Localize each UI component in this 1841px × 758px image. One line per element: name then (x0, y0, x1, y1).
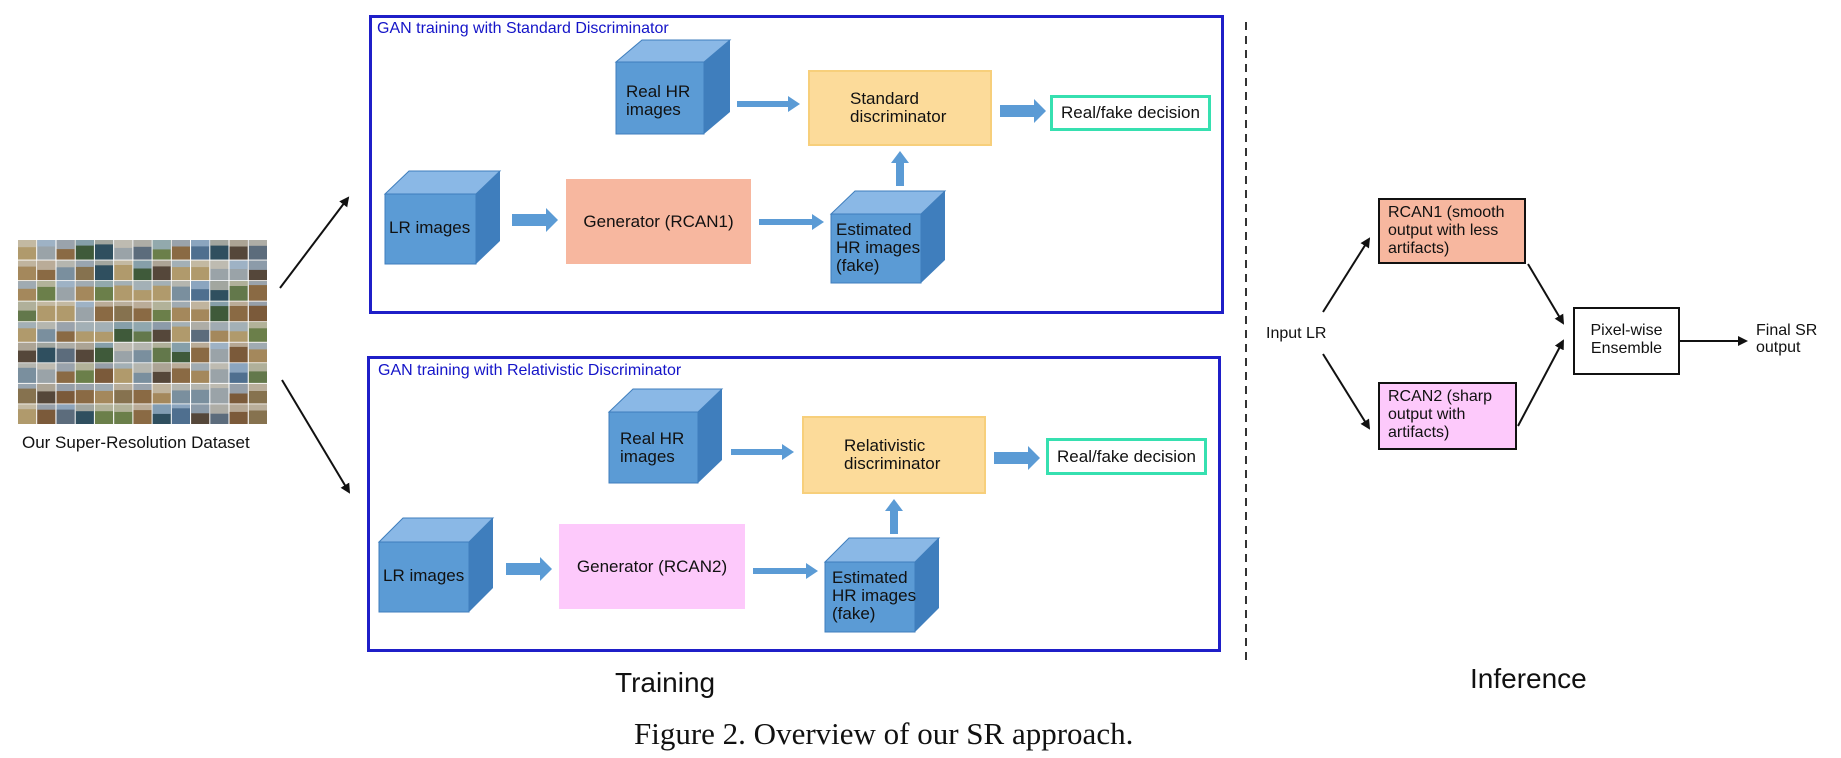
arrow-dataset-to-standard (279, 196, 350, 289)
arrow-rcan2-to-ensemble (1517, 339, 1564, 427)
arrow-est-to-disc-2 (885, 499, 903, 534)
rcan1-box: RCAN1 (smooth output with less artifacts… (1378, 198, 1526, 264)
lr-images-label-1: LR images (389, 218, 471, 237)
arrow-realhr-to-disc-1 (737, 96, 800, 112)
real-hr-label-1: Real HR images (626, 82, 691, 119)
dataset-label: Our Super-Resolution Dataset (22, 433, 250, 452)
flow-arrows-relativistic (506, 444, 1040, 581)
cube-estimated-relativistic (823, 537, 941, 633)
arrow-lr-to-gen-1 (512, 208, 558, 232)
dataset-image-mosaic (18, 240, 267, 424)
relativistic-discriminator-box: Relativistic discriminator (802, 416, 986, 494)
section-inference-label: Inference (1470, 663, 1587, 694)
cube-lr-standard (383, 170, 502, 265)
panel-standard-discriminator (369, 15, 1224, 314)
estimated-hr-label-1: Estimated HR images (fake) (836, 220, 921, 275)
flow-arrows-standard (512, 96, 1046, 232)
arrow-dataset-to-relativistic (281, 379, 351, 494)
panel-title-standard: GAN training with Standard Discriminator (377, 20, 669, 37)
panel-title-relativistic: GAN training with Relativistic Discrimin… (378, 362, 682, 379)
arrow-gen-to-est-1 (759, 214, 824, 230)
arrow-gen-to-est-2 (753, 563, 818, 579)
arrow-realhr-to-disc-2 (731, 444, 794, 460)
rcan2-box: RCAN2 (sharp output with artifacts) (1378, 382, 1517, 450)
cube-real-hr-relativistic (607, 388, 724, 484)
figure-caption: Figure 2. Overview of our SR approach. (634, 716, 1134, 751)
estimated-hr-label-2: Estimated HR images (fake) (832, 568, 917, 623)
section-training-label: Training (615, 667, 716, 698)
real-fake-decision-2: Real/fake decision (1046, 438, 1207, 475)
final-sr-output-label: Final SR output (1756, 322, 1818, 356)
panel-relativistic-discriminator (367, 356, 1221, 652)
arrow-input-to-rcan2 (1322, 353, 1371, 430)
arrow-disc-to-decision-1 (1000, 99, 1046, 123)
lr-images-label-2: LR images (383, 566, 465, 585)
input-lr-label: Input LR (1266, 325, 1327, 342)
arrow-disc-to-decision-2 (994, 446, 1040, 470)
real-fake-decision-1: Real/fake decision (1050, 95, 1211, 131)
arrow-input-to-rcan1 (1322, 237, 1371, 313)
arrow-rcan1-to-ensemble (1527, 263, 1565, 325)
arrow-est-to-disc-1 (891, 151, 909, 186)
cube-estimated-standard (829, 190, 947, 284)
generator-rcan2-box: Generator (RCAN2) (559, 524, 745, 609)
pixel-wise-ensemble-box: Pixel-wise Ensemble (1573, 307, 1680, 375)
cube-lr-relativistic (377, 517, 495, 613)
arrow-lr-to-gen-2 (506, 557, 552, 581)
cube-real-hr-standard (614, 39, 732, 135)
generator-rcan1-box: Generator (RCAN1) (566, 179, 751, 264)
standard-discriminator-box: Standard discriminator (808, 70, 992, 146)
real-hr-label-2: Real HR images (620, 429, 685, 466)
